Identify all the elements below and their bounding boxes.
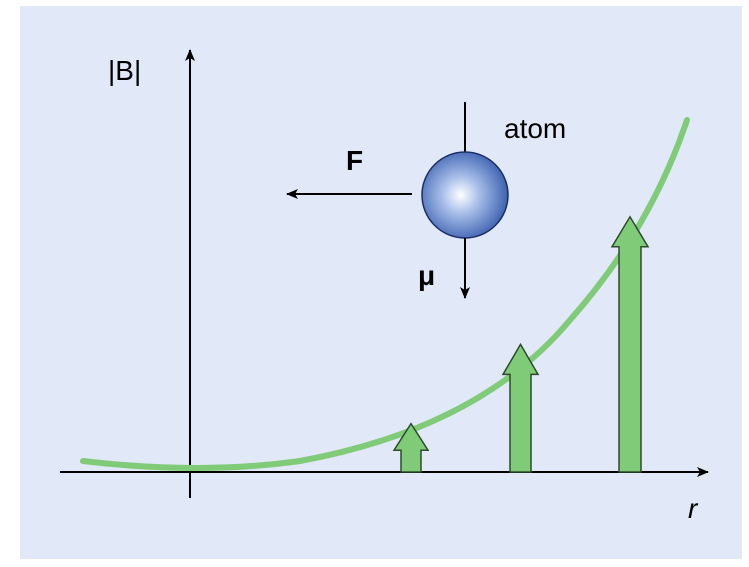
atom-sphere-icon [422,152,508,238]
atom-label: atom [504,113,566,144]
force-label: F [346,145,363,176]
y-axis-label: |B| [108,55,141,86]
magnetic-moment-label: μ [418,260,435,291]
